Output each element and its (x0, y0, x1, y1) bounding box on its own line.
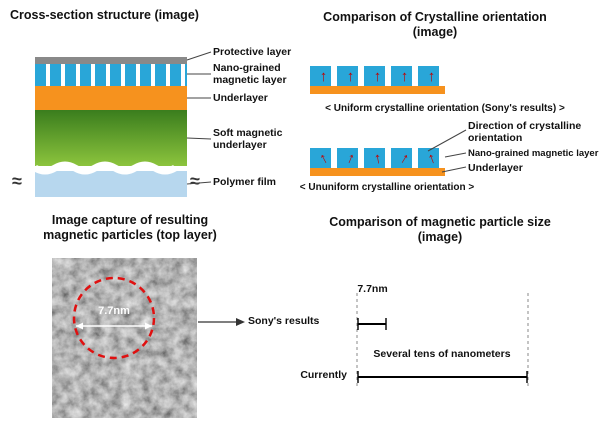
current-scale-bar (357, 371, 528, 383)
label-polymer-film: Polymer film (213, 176, 277, 188)
size-comparison-guides (356, 293, 529, 388)
tem-to-results-arrow (198, 318, 245, 326)
sony-results-label: Sony's results (248, 315, 320, 327)
orientation-arrow-icon: ↑ (400, 67, 409, 85)
orientation-arrow-icon: ↑ (319, 67, 328, 85)
crystalline-title-line2: (image) (412, 25, 458, 39)
label-protective-layer: Protective layer (213, 46, 292, 58)
break-symbol-right: ≈ (190, 171, 200, 191)
capture-title-line2: magnetic particles (top layer) (43, 228, 217, 242)
uniform-orientation-arrows: ↑ ↑ ↑ ↑ ↑ (310, 66, 445, 86)
cross-section-leader-lines (186, 51, 212, 185)
nano-magnetic-layer-block (35, 64, 187, 86)
label-nano-magnetic-layer: Nano-grained magnetic layer (213, 62, 287, 87)
particle-size-title: Comparison of magnetic particle size (329, 215, 551, 229)
soft-magnetic-underlayer-block (35, 110, 187, 166)
orientation-arrow-icon: ↑ (316, 148, 331, 168)
ununiform-caption: < Ununiform crystalline orientation > (299, 182, 475, 193)
label-underlayer-2: Underlayer (468, 162, 523, 174)
particle-size-title-line2: (image) (417, 230, 463, 244)
uniform-magnetic-layer: ↑ ↑ ↑ ↑ ↑ (310, 66, 445, 86)
orientation-arrow-icon: ↑ (346, 67, 355, 85)
ununiform-orientation-arrows: ↑ ↑ ↑ ↑ ↑ (310, 148, 445, 168)
current-size-value: Several tens of nanometers (373, 348, 511, 360)
uniform-caption: < Uniform crystalline orientation (Sony'… (325, 103, 565, 114)
ununiform-magnetic-layer: ↑ ↑ ↑ ↑ ↑ (310, 148, 445, 168)
crystalline-title: Comparison of Crystalline orientation (323, 10, 547, 24)
uniform-underlayer-strip (310, 86, 445, 94)
orientation-arrow-icon: ↑ (427, 67, 436, 85)
orientation-arrow-icon: ↑ (343, 148, 358, 168)
orientation-arrow-icon: ↑ (425, 148, 438, 168)
orientation-arrow-icon: ↑ (373, 67, 382, 85)
currently-label: Currently (300, 369, 347, 381)
polymer-film-block (35, 171, 187, 197)
tem-image: 7.7nm (52, 258, 197, 418)
particle-highlight-circle (72, 276, 156, 360)
label-soft-magnetic-underlayer: Soft magnetic underlayer (213, 127, 283, 152)
label-nano-magnetic-layer-2: Nano-grained magnetic layer (468, 148, 599, 159)
capture-title-line1: Image capture of resulting (51, 213, 209, 227)
sony-scale-bar (357, 318, 387, 330)
sony-size-value: 7.7nm (357, 283, 388, 295)
underlayer-block (35, 86, 187, 110)
orientation-arrow-icon: ↑ (372, 148, 383, 168)
tem-grain-texture (52, 258, 197, 418)
cross-section-title: Cross-section structure (image) (10, 8, 199, 22)
label-underlayer: Underlayer (213, 92, 268, 104)
orientation-arrow-icon: ↑ (396, 148, 413, 168)
arrow-head-icon (236, 318, 245, 326)
ununiform-underlayer-strip (310, 168, 445, 176)
arrow-head-left-icon (76, 322, 83, 330)
break-symbol-left: ≈ (12, 171, 22, 191)
protective-layer-block (35, 57, 187, 64)
label-direction-of-orientation: Direction of crystalline orientation (468, 120, 582, 145)
tem-measurement-label: 7.7nm (98, 305, 130, 317)
arrow-head-right-icon (145, 322, 152, 330)
